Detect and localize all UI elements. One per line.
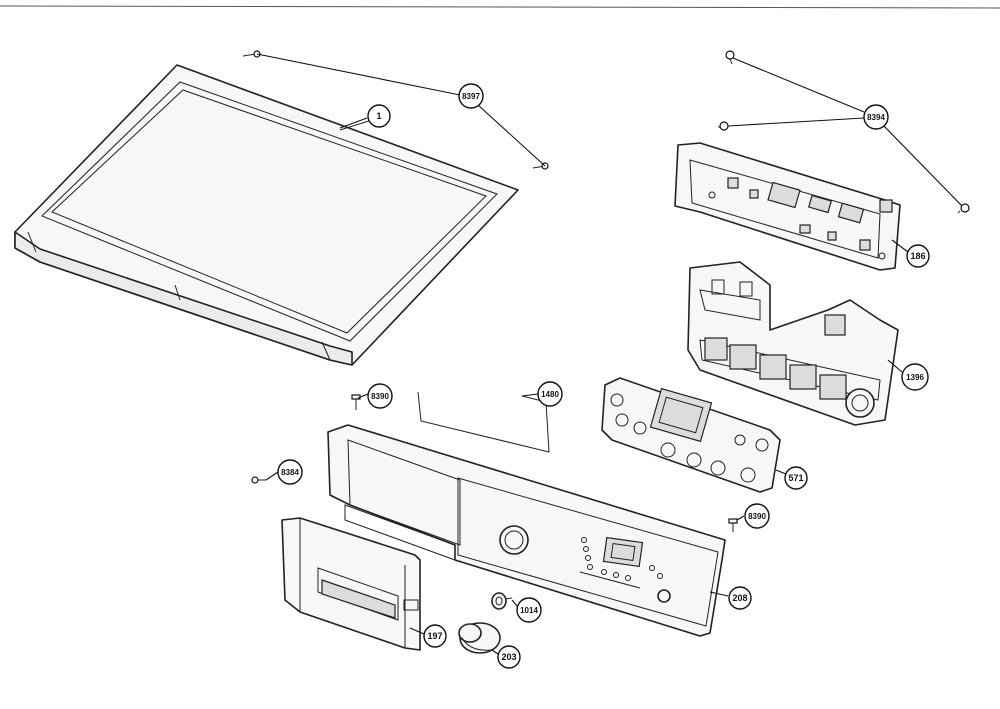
callout-571: 571 — [784, 466, 808, 490]
callout-1: 1 — [367, 104, 391, 128]
detergent-drawer-front — [281, 517, 421, 651]
callout-8384-label: 8384 — [281, 468, 299, 477]
screw-8394-mid — [718, 121, 729, 131]
key-housing — [687, 261, 899, 426]
callout-8390-upper: 8390 — [367, 383, 393, 409]
callout-8390-upper-label: 8390 — [371, 392, 389, 401]
top-border — [0, 5, 1000, 9]
leader-lines — [256, 53, 963, 655]
screw-8397-right — [532, 162, 549, 170]
callout-1480-label: 1480 — [541, 390, 559, 399]
callout-186: 186 — [906, 244, 930, 268]
callout-1-label: 1 — [376, 111, 381, 121]
callout-8397: 8397 — [458, 83, 484, 109]
callout-8390-lower-label: 8390 — [748, 512, 766, 521]
callout-8394: 8394 — [863, 104, 889, 130]
callout-1014-label: 1014 — [520, 606, 538, 615]
screw-8394-right — [957, 203, 970, 214]
callout-208: 208 — [728, 586, 752, 610]
control-panel-fascia — [327, 424, 726, 637]
control-pcb-board — [674, 142, 901, 271]
callout-1014: 1014 — [516, 597, 542, 623]
button-carrier — [601, 377, 781, 493]
callout-197-label: 197 — [427, 631, 442, 641]
rod-1480 — [417, 391, 550, 453]
worktop-lid — [14, 64, 519, 366]
callout-203-label: 203 — [501, 652, 516, 662]
callout-1396-label: 1396 — [906, 373, 924, 382]
callout-8394-label: 8394 — [867, 113, 885, 122]
callout-186-label: 186 — [910, 251, 925, 261]
callout-1396: 1396 — [901, 363, 929, 391]
screw-8384 — [251, 476, 266, 484]
callout-203: 203 — [497, 645, 521, 669]
knob-shaft-1014 — [491, 592, 513, 610]
callout-8397-label: 8397 — [462, 92, 480, 101]
callout-208-label: 208 — [732, 593, 747, 603]
callout-1480: 1480 — [537, 381, 563, 407]
callout-571-label: 571 — [788, 473, 803, 483]
program-knob — [458, 622, 501, 654]
screw-8390-lower — [728, 518, 738, 532]
callout-8390-lower: 8390 — [744, 503, 770, 529]
screw-8394-top — [725, 50, 735, 65]
callout-8384: 8384 — [277, 459, 303, 485]
callout-197: 197 — [423, 624, 447, 648]
